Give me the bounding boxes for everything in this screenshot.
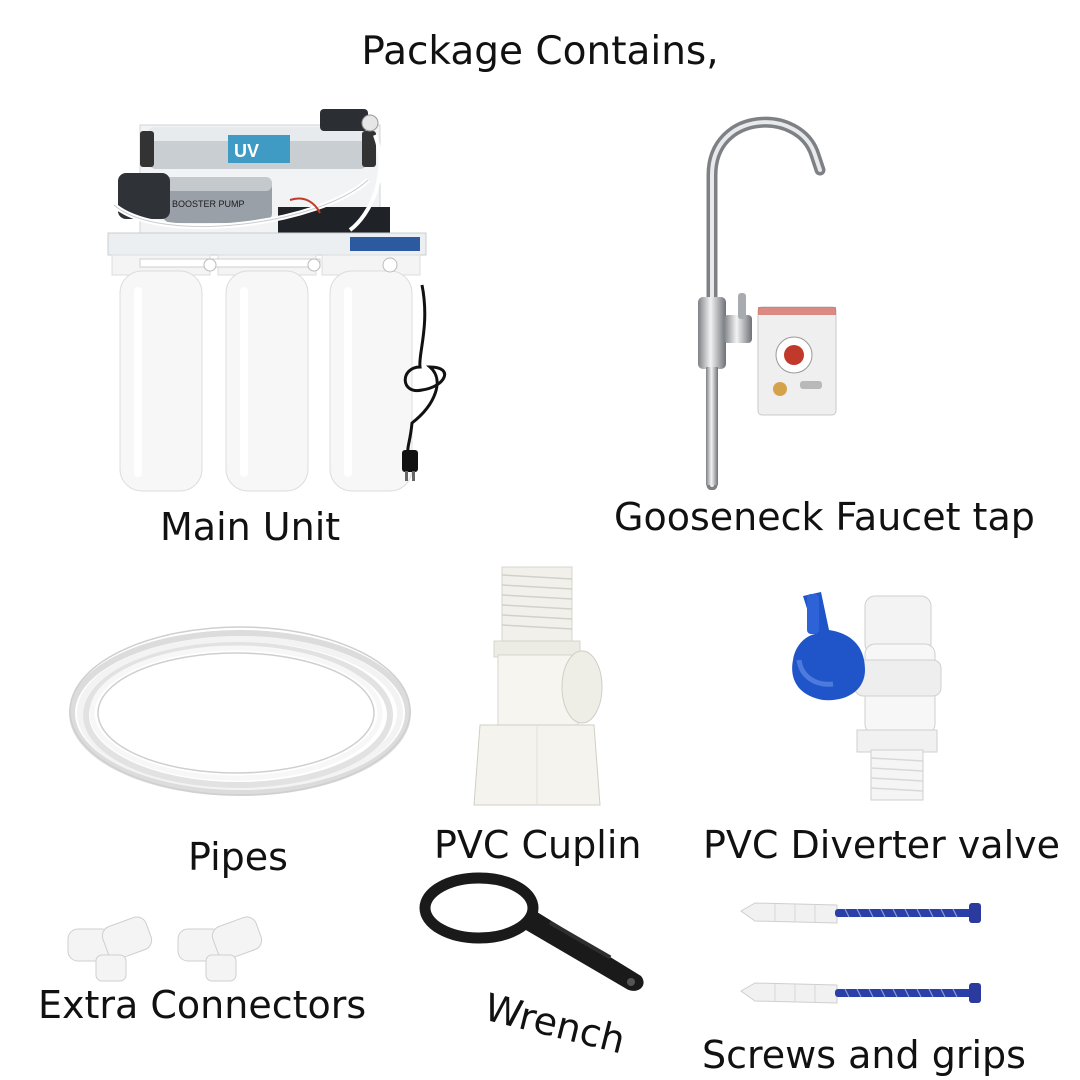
extra-connectors-label: Extra Connectors <box>38 983 367 1027</box>
pvc-coupling-image <box>473 566 603 806</box>
pvc-coupling-label: PVC Cuplin <box>434 823 642 867</box>
pvc-diverter-valve-image <box>792 592 942 801</box>
extra-connectors-image <box>67 916 263 982</box>
screws-and-grips-image <box>740 902 981 1004</box>
uv-label: UV <box>234 141 259 161</box>
main-unit-image: UV BOOSTER PUMP <box>107 109 447 492</box>
page-title: Package Contains, <box>361 29 719 74</box>
pipes-image <box>69 626 411 796</box>
pvc-diverter-valve-label: PVC Diverter valve <box>703 823 1061 867</box>
pipes-label: Pipes <box>188 835 288 879</box>
main-unit-label: Main Unit <box>160 505 341 549</box>
faucet-label: Gooseneck Faucet tap <box>614 495 1035 539</box>
wrench-image <box>419 872 644 991</box>
screws-and-grips-label: Screws and grips <box>702 1033 1026 1077</box>
pump-label: BOOSTER PUMP <box>172 199 245 209</box>
faucet-image <box>698 116 837 490</box>
